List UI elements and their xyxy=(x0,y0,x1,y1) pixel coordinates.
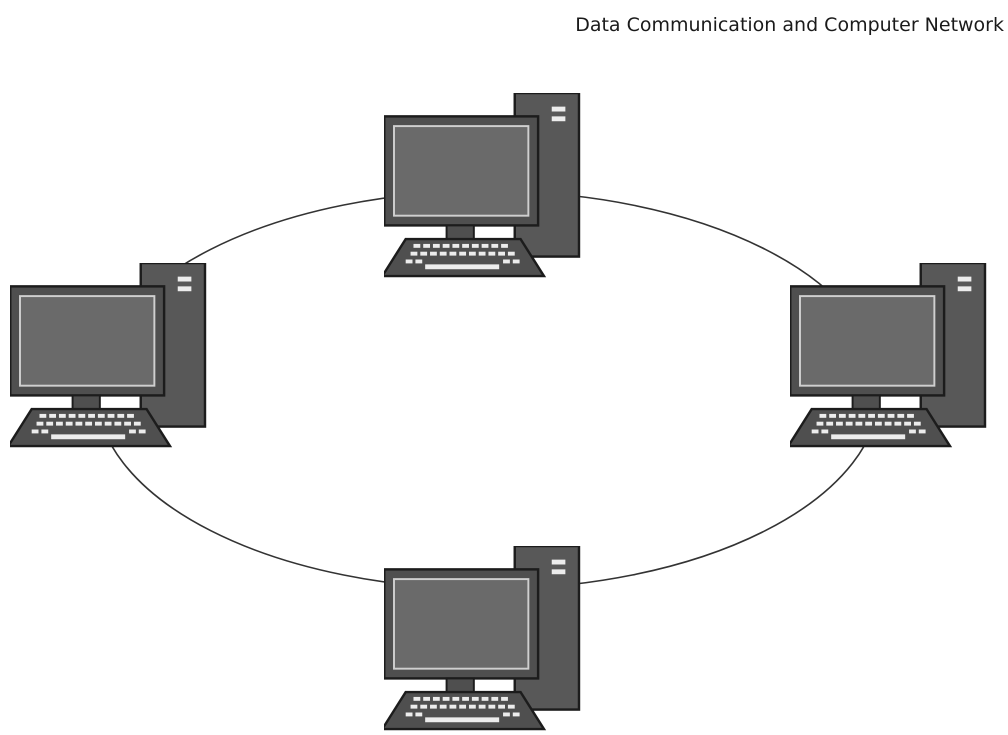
desktop-computer-icon xyxy=(10,263,207,448)
page-header-title: Data Communication and Computer Network xyxy=(575,14,1004,36)
desktop-computer-icon xyxy=(384,93,581,278)
computer-node-top xyxy=(384,93,581,278)
computer-node-right xyxy=(790,263,987,448)
computer-node-bottom xyxy=(384,546,581,731)
computer-node-left xyxy=(10,263,207,448)
desktop-computer-icon xyxy=(384,546,581,731)
desktop-computer-icon xyxy=(790,263,987,448)
